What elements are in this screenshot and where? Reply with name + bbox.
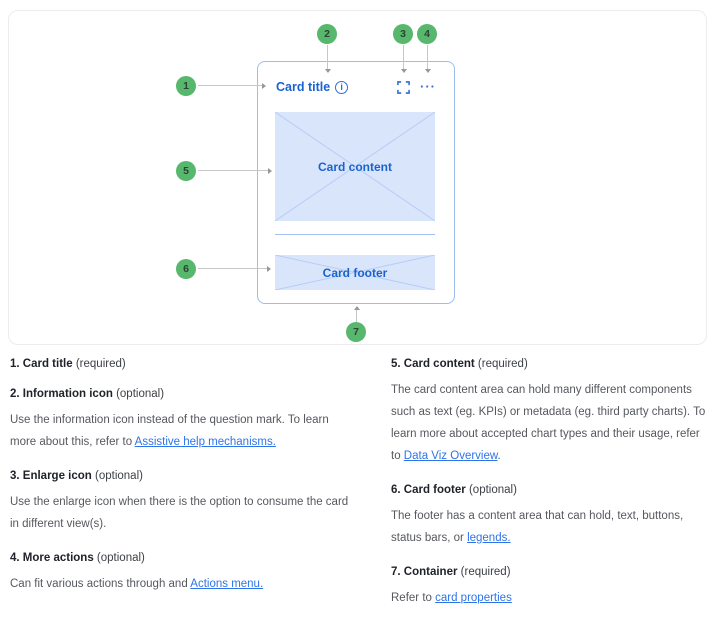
anatomy-legend: 1. Card title (required) 2. Information … — [0, 357, 718, 625]
card-anatomy-diagram: Card title i ··· Card — [8, 10, 707, 345]
callout-badge-6: 6 — [176, 259, 196, 279]
callout-7-connector — [353, 306, 360, 322]
card-title-label: Card title — [276, 80, 331, 94]
callout-badge-2: 2 — [317, 24, 337, 44]
item-heading: 7. Container — [391, 566, 458, 578]
card-content-label: Card content — [317, 159, 392, 174]
card-header: Card title i ··· — [276, 78, 436, 96]
item-qualifier: (required) — [460, 566, 511, 578]
callout-badge-1: 1 — [176, 76, 196, 96]
card-content-area: Card content — [275, 112, 435, 221]
card-divider — [275, 234, 435, 235]
item-description: Can fit various actions through and Acti… — [10, 578, 264, 590]
item-heading: 3. Enlarge icon — [10, 470, 92, 482]
callout-1-connector — [198, 82, 266, 89]
legend-item-card-content: 5. Card content (required) The card cont… — [391, 357, 708, 467]
item-qualifier: (optional) — [468, 484, 517, 496]
legend-right-column: 5. Card content (required) The card cont… — [391, 357, 708, 625]
legend-item-enlarge-icon: 3. Enlarge icon (optional) Use the enlar… — [10, 469, 355, 535]
item-qualifier: (optional) — [96, 552, 145, 564]
item-qualifier: (required) — [477, 358, 528, 370]
legend-item-card-footer: 6. Card footer (optional) The footer has… — [391, 483, 708, 549]
callout-6-connector — [198, 265, 271, 272]
item-description: Refer to card properties — [391, 592, 512, 604]
legend-left-column: 1. Card title (required) 2. Information … — [10, 357, 355, 625]
callout-4-connector — [424, 45, 431, 73]
callout-2-connector — [324, 45, 331, 73]
item-qualifier: (optional) — [116, 388, 165, 400]
item-description: The card content area can hold many diff… — [391, 384, 706, 462]
card-properties-link[interactable]: card properties — [435, 592, 512, 604]
more-actions-icon[interactable]: ··· — [420, 79, 436, 94]
data-viz-overview-link[interactable]: Data Viz Overview — [403, 450, 498, 462]
callout-5-connector — [198, 167, 272, 174]
legend-item-information-icon: 2. Information icon (optional) Use the i… — [10, 387, 355, 453]
placeholder-cross-icon — [275, 255, 435, 290]
item-heading: 4. More actions — [10, 552, 94, 564]
item-qualifier: (optional) — [95, 470, 143, 482]
item-heading: 5. Card content — [391, 358, 475, 370]
callout-badge-5: 5 — [176, 161, 196, 181]
actions-menu-link[interactable]: Actions menu. — [190, 578, 264, 590]
item-heading: 1. Card title — [10, 358, 73, 370]
callout-3-connector — [400, 45, 407, 73]
callout-badge-3: 3 — [393, 24, 413, 44]
enlarge-icon[interactable] — [397, 80, 410, 94]
placeholder-cross-icon — [275, 112, 435, 221]
callout-badge-7: 7 — [346, 322, 366, 342]
legend-item-container: 7. Container (required) Refer to card pr… — [391, 565, 708, 609]
legends-link[interactable]: legends. — [467, 532, 511, 544]
card-footer-area: Card footer — [275, 255, 435, 290]
callout-badge-4: 4 — [417, 24, 437, 44]
example-card-container: Card title i ··· Card — [257, 61, 455, 304]
item-description: Use the information icon instead of the … — [10, 414, 329, 448]
item-heading: 6. Card footer — [391, 484, 466, 496]
item-heading: 2. Information icon — [10, 388, 113, 400]
information-icon[interactable]: i — [335, 80, 349, 94]
item-description: Use the enlarge icon when there is the o… — [10, 496, 349, 530]
legend-item-card-title: 1. Card title (required) — [10, 357, 355, 371]
legend-item-more-actions: 4. More actions (optional) Can fit vario… — [10, 551, 355, 595]
item-description: The footer has a content area that can h… — [391, 510, 684, 544]
card-footer-label: Card footer — [322, 265, 388, 280]
item-qualifier: (required) — [75, 358, 126, 370]
assistive-help-link[interactable]: Assistive help mechanisms. — [134, 436, 276, 448]
